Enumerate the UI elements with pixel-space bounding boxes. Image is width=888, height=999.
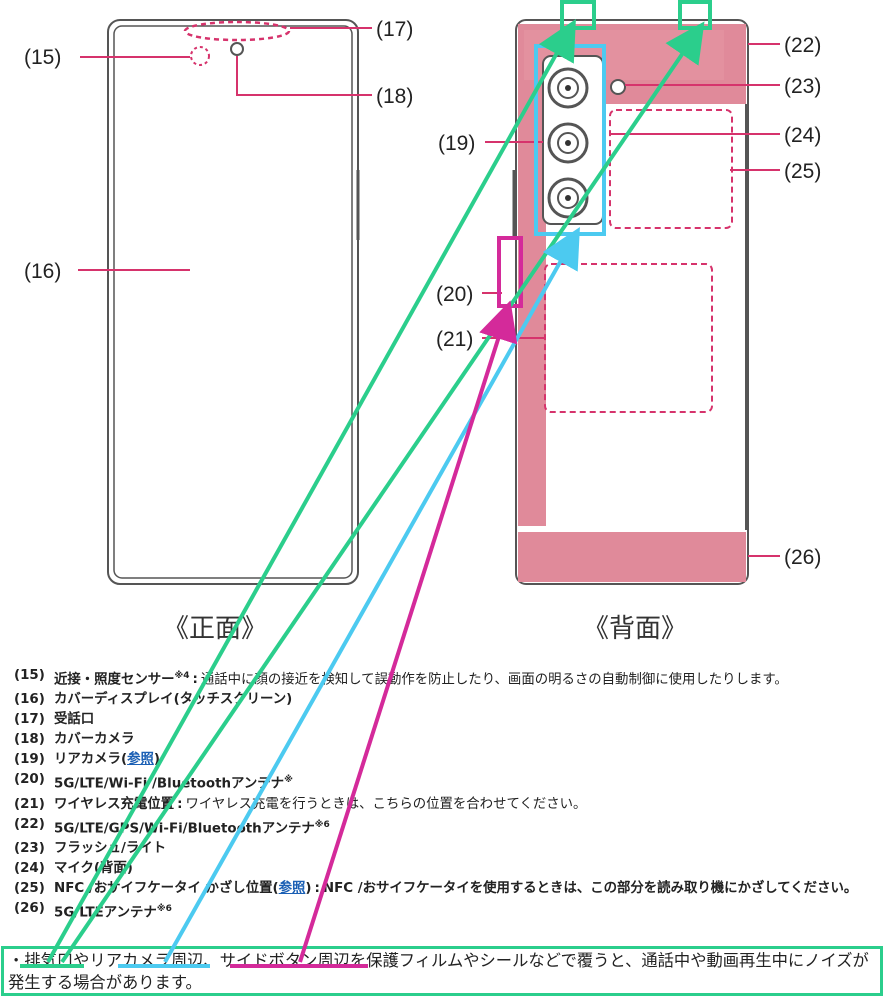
callout-24: (24) bbox=[784, 124, 821, 147]
footnote-mark: ※4 bbox=[174, 671, 190, 681]
component-number: (23) bbox=[14, 841, 45, 857]
component-text: 5G/LTE/GPS/Wi-Fi/Bluetoothアンテナ※6 bbox=[54, 815, 882, 839]
component-list: (15)近接・照度センサー※4:通話中に顔の接近を検知して誤動作を防止したり、画… bbox=[14, 666, 882, 924]
component-name: ワイヤレス充電位置 bbox=[54, 796, 175, 812]
callout-18: (18) bbox=[376, 85, 413, 108]
callout-21: (21) bbox=[436, 328, 473, 351]
component-text: カバーカメラ bbox=[54, 730, 882, 750]
component-text: ワイヤレス充電位置:ワイヤレス充電を行うときは、こちらの位置を合わせてください。 bbox=[54, 795, 882, 815]
component-name: NFC /おサイフケータイ かざし位置( bbox=[54, 881, 279, 897]
earpiece-highlight bbox=[183, 20, 291, 42]
caption-front: 《正面》 bbox=[163, 614, 267, 644]
callout-25: (25) bbox=[784, 160, 821, 183]
callout-23: (23) bbox=[784, 75, 821, 98]
component-item: (23) フラッシュ/ライト bbox=[14, 839, 882, 859]
flash-icon bbox=[610, 79, 626, 95]
separator: : bbox=[177, 796, 183, 812]
component-name: 近接・照度センサー bbox=[54, 672, 175, 688]
component-item: (21) ワイヤレス充電位置:ワイヤレス充電を行うときは、こちらの位置を合わせてく… bbox=[14, 795, 882, 815]
component-text: NFC /おサイフケータイ かざし位置(参照):NFC /おサイフケータイを使用… bbox=[54, 879, 882, 899]
separator: : bbox=[192, 672, 198, 688]
reference-link[interactable]: 参照 bbox=[278, 881, 306, 897]
callout-20: (20) bbox=[436, 283, 473, 306]
front-leader-lines bbox=[78, 27, 372, 271]
component-description: ワイヤレス充電を行うときは、こちらの位置を合わせてください。 bbox=[185, 796, 587, 812]
component-name: 5G/LTEアンテナ bbox=[54, 905, 157, 921]
component-number: (22) bbox=[14, 816, 45, 832]
component-description: NFC /おサイフケータイを使用するときは、この部分を読み取り機にかざしてくださ… bbox=[322, 881, 858, 897]
callout-16: (16) bbox=[24, 260, 61, 283]
component-item: (26) 5G/LTEアンテナ※6 bbox=[14, 899, 882, 923]
component-number: (20) bbox=[14, 772, 45, 788]
component-description: 通話中に顔の接近を検知して誤動作を防止したり、画面の明るさの自動制御に使用したり… bbox=[200, 672, 788, 688]
callout-19: (19) bbox=[438, 132, 475, 155]
footnote-mark: ※ bbox=[284, 775, 293, 786]
component-name: カバーカメラ bbox=[54, 732, 135, 748]
component-text: カバーディスプレイ(タッチスクリーン) bbox=[54, 690, 882, 710]
separator: : bbox=[314, 881, 320, 897]
component-number: (25) bbox=[14, 881, 45, 897]
component-number: (21) bbox=[14, 796, 45, 812]
component-text: フラッシュ/ライト bbox=[54, 839, 882, 859]
component-name: 5G/LTE/GPS/Wi-Fi/Bluetoothアンテナ bbox=[54, 821, 315, 837]
front-phone bbox=[107, 19, 360, 585]
component-text: リアカメラ(参照) bbox=[54, 750, 882, 770]
component-number: (24) bbox=[14, 861, 45, 877]
component-item: (18) カバーカメラ bbox=[14, 730, 882, 750]
footnote-mark: ※6 bbox=[156, 904, 172, 915]
component-name: フラッシュ/ライト bbox=[54, 841, 167, 857]
reference-link[interactable]: 参照 bbox=[127, 752, 154, 768]
component-text: 5G/LTEアンテナ※6 bbox=[54, 899, 882, 923]
callout-15: (15) bbox=[24, 46, 61, 69]
component-item: (19) リアカメラ(参照) bbox=[14, 750, 882, 770]
component-text: マイク(背面) bbox=[54, 859, 882, 879]
component-text: 近接・照度センサー※4:通話中に顔の接近を検知して誤動作を防止したり、画面の明る… bbox=[54, 666, 882, 690]
component-number: (17) bbox=[14, 712, 45, 728]
footnote-mark: ※6 bbox=[314, 819, 330, 830]
component-number: (18) bbox=[14, 732, 45, 748]
proximity-sensor-icon bbox=[190, 46, 210, 66]
component-name-suffix: ) bbox=[153, 752, 160, 768]
component-item: (22) 5G/LTE/GPS/Wi-Fi/Bluetoothアンテナ※6 bbox=[14, 815, 882, 839]
component-number: (15) bbox=[14, 668, 45, 683]
component-item: (16) カバーディスプレイ(タッチスクリーン) bbox=[14, 690, 882, 710]
component-item: (20) 5G/LTE/Wi-Fi /Bluetoothアンテナ※ bbox=[14, 770, 882, 794]
component-text: 5G/LTE/Wi-Fi /Bluetoothアンテナ※ bbox=[54, 770, 882, 794]
rear-camera-module bbox=[542, 55, 604, 225]
component-item: (25) NFC /おサイフケータイ かざし位置(参照):NFC /おサイフケータ… bbox=[14, 879, 882, 899]
component-item: (24) マイク(背面) bbox=[14, 859, 882, 879]
component-number: (26) bbox=[14, 901, 45, 917]
note-box: ・排気口やリアカメラ周辺、サイドボタン周辺を保護フィルムやシールなどで覆うと、通… bbox=[1, 946, 883, 996]
component-name: リアカメラ( bbox=[54, 752, 128, 768]
component-name: 5G/LTE/Wi-Fi /Bluetoothアンテナ bbox=[54, 776, 285, 792]
cover-camera-icon bbox=[230, 42, 244, 56]
component-name-suffix: ) bbox=[305, 881, 312, 897]
callout-17: (17) bbox=[376, 18, 413, 41]
component-text: 受話口 bbox=[54, 710, 882, 730]
component-item: (17) 受話口 bbox=[14, 710, 882, 730]
callout-22: (22) bbox=[784, 34, 821, 57]
component-item: (15) 近接・照度センサー※4:通話中に顔の接近を検知して誤動作を防止したり、画… bbox=[14, 666, 882, 690]
component-name: 受話口 bbox=[54, 712, 95, 728]
note-text: ・排気口やリアカメラ周辺、サイドボタン周辺を保護フィルムやシールなどで覆うと、通… bbox=[8, 951, 869, 992]
component-name: カバーディスプレイ(タッチスクリーン) bbox=[54, 692, 293, 708]
caption-back: 《背面》 bbox=[583, 614, 687, 644]
component-name: マイク(背面) bbox=[54, 861, 133, 877]
component-number: (16) bbox=[14, 692, 45, 708]
callout-26: (26) bbox=[784, 546, 821, 569]
component-number: (19) bbox=[14, 752, 45, 768]
